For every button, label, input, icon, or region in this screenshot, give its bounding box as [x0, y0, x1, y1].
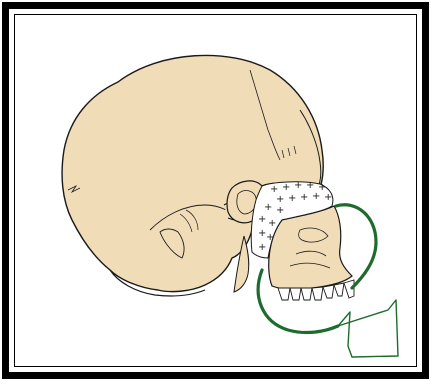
osteotomy-marker: +	[258, 242, 266, 253]
osteotomy-marker: +	[288, 193, 296, 204]
osteotomy-marker: +	[294, 180, 302, 191]
tooth	[312, 287, 323, 300]
tooth	[278, 288, 290, 300]
osteotomy-marker: +	[264, 202, 272, 213]
tooth	[301, 288, 312, 300]
tooth	[290, 288, 301, 300]
osteotomy-marker: +	[276, 205, 284, 216]
osteotomy-marker: +	[268, 218, 276, 229]
osteotomy-marker: +	[324, 192, 332, 203]
tooth	[334, 283, 344, 296]
osteotomy-marker: +	[276, 194, 284, 205]
osteotomy-marker: +	[258, 214, 266, 225]
osteotomy-marker: +	[312, 191, 320, 202]
tooth	[323, 285, 334, 298]
osteotomy-marker: +	[282, 182, 290, 193]
osteotomy-marker: +	[300, 192, 308, 203]
osteotomy-marker: +	[306, 180, 314, 191]
advancement-arrow-head	[338, 300, 398, 357]
